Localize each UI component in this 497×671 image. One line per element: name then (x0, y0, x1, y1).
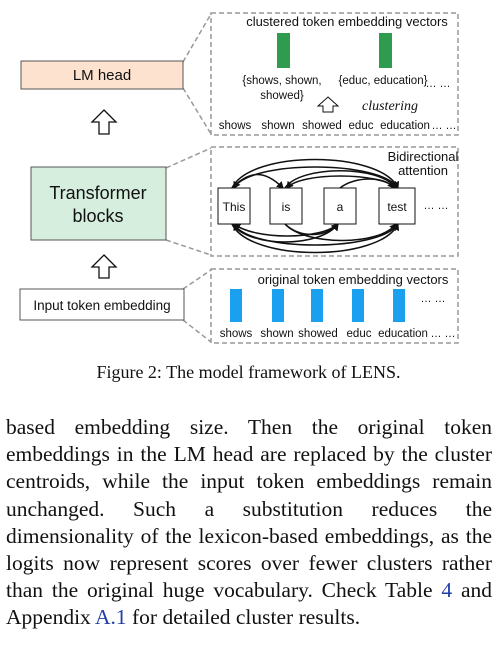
token-shown: shown (261, 120, 294, 132)
ellipsis: … … (425, 78, 450, 90)
ellipsis: … … (420, 293, 445, 305)
body-text-1: based embedding size. Then the original … (6, 415, 492, 603)
attention-panel (210, 146, 459, 257)
cluster-group-1-cont: showed} (260, 90, 304, 102)
orig-token-educ: educ (347, 328, 372, 340)
lm-head-box (20, 60, 184, 90)
orig-token-showed: showed (298, 328, 338, 340)
ellipsis: … … (423, 200, 448, 212)
sentence-token-a: a (337, 200, 344, 214)
token-showed: showed (302, 120, 342, 132)
input-embedding-box (19, 288, 185, 321)
clustered-panel (210, 12, 459, 136)
body-text-2: and Appendix (6, 578, 492, 630)
original-bar (272, 289, 284, 322)
body-text-3: for detailed cluster results. (126, 605, 361, 630)
body-paragraph: based embedding size. Then the original … (6, 414, 492, 632)
clustering-arrow-icon (316, 96, 340, 113)
token-box-is (269, 187, 303, 225)
framework-figure: LM head Transformer blocks Input token e… (19, 12, 459, 344)
original-bar (393, 289, 405, 322)
transformer-box (30, 166, 167, 241)
transformer-label-1: Transformer (49, 183, 146, 203)
attention-label-2: attention (398, 163, 448, 178)
clustered-title: clustered token embedding vectors (246, 14, 448, 29)
input-embedding-label: Input token embedding (33, 298, 170, 313)
cluster-bar (379, 33, 392, 68)
token-box-a (323, 187, 357, 225)
sentence-token-is: is (282, 200, 291, 214)
original-bar (311, 289, 323, 322)
panel-connectors (165, 13, 212, 343)
attention-label-1: Bidirectional (388, 149, 459, 164)
sentence-token-this: This (223, 200, 246, 214)
cluster-group-2: {educ, education} (339, 75, 428, 87)
figure-caption: Figure 2: The model framework of LENS. (96, 362, 401, 382)
clustering-label: clustering (362, 99, 418, 114)
attention-arcs (231, 158, 400, 254)
token-educ: educ (349, 120, 374, 132)
token-box-this (217, 187, 251, 225)
table-ref-link[interactable]: 4 (441, 578, 453, 603)
up-arrow-icon (90, 254, 118, 279)
token-education: education (380, 120, 430, 132)
lm-head-label: LM head (73, 67, 131, 84)
orig-token-education: education (378, 328, 428, 340)
orig-token-shown: shown (260, 328, 293, 340)
token-box-test (378, 187, 416, 225)
appendix-ref-link[interactable]: A.1 (94, 605, 127, 630)
token-shows: shows (219, 120, 252, 132)
original-bar (230, 289, 242, 322)
sentence-token-test: test (387, 200, 407, 214)
up-arrow-icon (90, 109, 118, 135)
transformer-label-2: blocks (72, 206, 123, 226)
orig-token-shows: shows (220, 328, 253, 340)
ellipsis: … … (430, 328, 455, 340)
original-title: original token embedding vectors (258, 272, 449, 287)
cluster-bar (277, 33, 290, 68)
cluster-group-1: {shows, shown, (242, 75, 321, 87)
original-bar (352, 289, 364, 322)
ellipsis: … … (431, 120, 456, 132)
original-panel (210, 268, 459, 344)
